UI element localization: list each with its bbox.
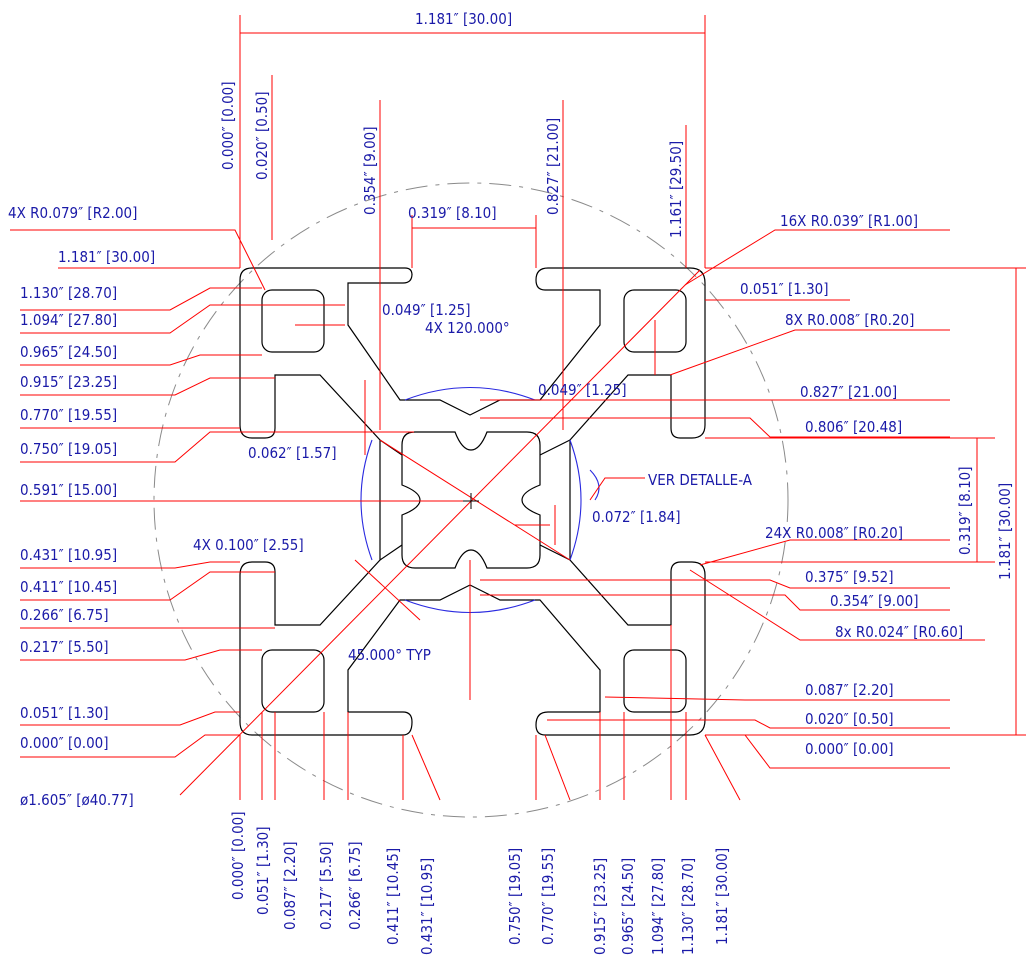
left-dim-23-25: 0.915″ [23.25] xyxy=(20,373,117,391)
bore-072-label: 0.072″ [1.84] xyxy=(592,508,681,526)
top-dimensions: 1.181″ [30.00] 0.000″ [0.00] 0.020″ [0.5… xyxy=(219,10,685,238)
left-dim-r2: 4X R0.079″ [R2.00] xyxy=(8,204,137,222)
left-dim-24-50: 0.965″ [24.50] xyxy=(20,343,117,361)
left-dimensions: 4X R0.079″ [R2.00] 1.181″ [30.00] 1.130″… xyxy=(8,204,155,809)
left-dim-10-45: 0.411″ [10.45] xyxy=(20,578,117,596)
right-dim-2-20: 0.087″ [2.20] xyxy=(805,681,894,699)
reference-circle xyxy=(153,182,789,818)
bottom-dim-0-00: 0.000″ [0.00] xyxy=(229,811,247,900)
wall-062-label: 0.062″ [1.57] xyxy=(248,444,337,462)
right-dim-20-48: 0.806″ [20.48] xyxy=(805,418,902,436)
chamfer-100-label: 4X 0.100″ [2.55] xyxy=(193,536,304,554)
dim-top-0-020: 0.020″ [0.50] xyxy=(253,91,271,180)
center-mark xyxy=(463,493,479,509)
right-dim-r0-20-a: 8X R0.008″ [R0.20] xyxy=(785,311,914,329)
left-dim-30-00: 1.181″ [30.00] xyxy=(58,248,155,266)
right-dim-9-00: 0.354″ [9.00] xyxy=(830,592,919,610)
bottom-dim-10-45: 0.411″ [10.45] xyxy=(384,848,402,945)
left-dim-28-70: 1.130″ [28.70] xyxy=(20,284,117,302)
right-dim-1-30: 0.051″ [1.30] xyxy=(740,280,829,298)
right-dim-21-00: 0.827″ [21.00] xyxy=(800,383,897,401)
right-dim-9-52: 0.375″ [9.52] xyxy=(805,568,894,586)
diameter-label: ø1.605″ [ø40.77] xyxy=(20,791,134,809)
dim-top-1-161: 1.161″ [29.50] xyxy=(667,141,685,238)
bottom-dim-5-50: 0.217″ [5.50] xyxy=(317,841,335,930)
bottom-dim-28-70: 1.130″ [28.70] xyxy=(679,858,697,955)
left-dim-0-00: 0.000″ [0.00] xyxy=(20,734,109,752)
wall-049-a-label: 0.049″ [1.25] xyxy=(382,301,471,319)
left-dim-19-05: 0.750″ [19.05] xyxy=(20,440,117,458)
dimension-lines xyxy=(10,15,1026,801)
center-dimensions: 4X 120.000° 0.049″ [1.25] 0.049″ [1.25] … xyxy=(193,301,753,664)
angle-45-label: 45.000° TYP xyxy=(348,646,431,664)
angle-120-label: 4X 120.000° xyxy=(425,319,510,337)
left-dim-6-75: 0.266″ [6.75] xyxy=(20,606,109,624)
left-dim-27-80: 1.094″ [27.80] xyxy=(20,311,117,329)
dim-top-0-827: 0.827″ [21.00] xyxy=(544,118,562,215)
wall-049-b-label: 0.049″ [1.25] xyxy=(538,381,627,399)
left-dim-1-30: 0.051″ [1.30] xyxy=(20,704,109,722)
right-dim-r0-20-b: 24X R0.008″ [R0.20] xyxy=(765,524,903,542)
left-dim-15-00: 0.591″ [15.00] xyxy=(20,481,117,499)
bottom-dim-23-25: 0.915″ [23.25] xyxy=(591,858,609,955)
right-dim-0-50: 0.020″ [0.50] xyxy=(805,710,894,728)
left-dim-10-95: 0.431″ [10.95] xyxy=(20,546,117,564)
overall-width-label: 1.181″ [30.00] xyxy=(415,10,512,28)
bottom-dim-1-30: 0.051″ [1.30] xyxy=(254,826,272,915)
bottom-dim-6-75: 0.266″ [6.75] xyxy=(346,841,364,930)
right-dim-0-00: 0.000″ [0.00] xyxy=(805,740,894,758)
detail-arcs xyxy=(360,386,600,614)
bottom-dimensions: 0.000″ [0.00] 0.051″ [1.30] 0.087″ [2.20… xyxy=(229,811,731,955)
overall-height-label: 1.181″ [30.00] xyxy=(996,483,1014,580)
right-slot-label: 0.319″ [8.10] xyxy=(956,466,974,555)
right-dim-r0-60: 8x R0.024″ [R0.60] xyxy=(835,623,963,641)
bottom-dim-19-55: 0.770″ [19.55] xyxy=(539,848,557,945)
right-dim-r1: 16X R0.039″ [R1.00] xyxy=(780,212,918,230)
left-dim-19-55: 0.770″ [19.55] xyxy=(20,406,117,424)
bottom-dim-24-50: 0.965″ [24.50] xyxy=(619,858,637,955)
dim-top-0-354: 0.354″ [9.00] xyxy=(361,126,379,215)
left-dim-5-50: 0.217″ [5.50] xyxy=(20,638,109,656)
bottom-dim-10-95: 0.431″ [10.95] xyxy=(418,858,436,955)
bottom-dim-2-20: 0.087″ [2.20] xyxy=(281,841,299,930)
right-dimensions: 16X R0.039″ [R1.00] 0.051″ [1.30] 8X R0.… xyxy=(740,212,1014,758)
detail-reference-label: VER DETALLE-A xyxy=(648,471,753,489)
bottom-dim-27-80: 1.094″ [27.80] xyxy=(649,858,667,955)
slot-width-label: 0.319″ [8.10] xyxy=(408,204,497,222)
bottom-dim-30-00: 1.181″ [30.00] xyxy=(713,848,731,945)
dim-top-0-000: 0.000″ [0.00] xyxy=(219,81,237,170)
bottom-dim-19-05: 0.750″ [19.05] xyxy=(506,848,524,945)
